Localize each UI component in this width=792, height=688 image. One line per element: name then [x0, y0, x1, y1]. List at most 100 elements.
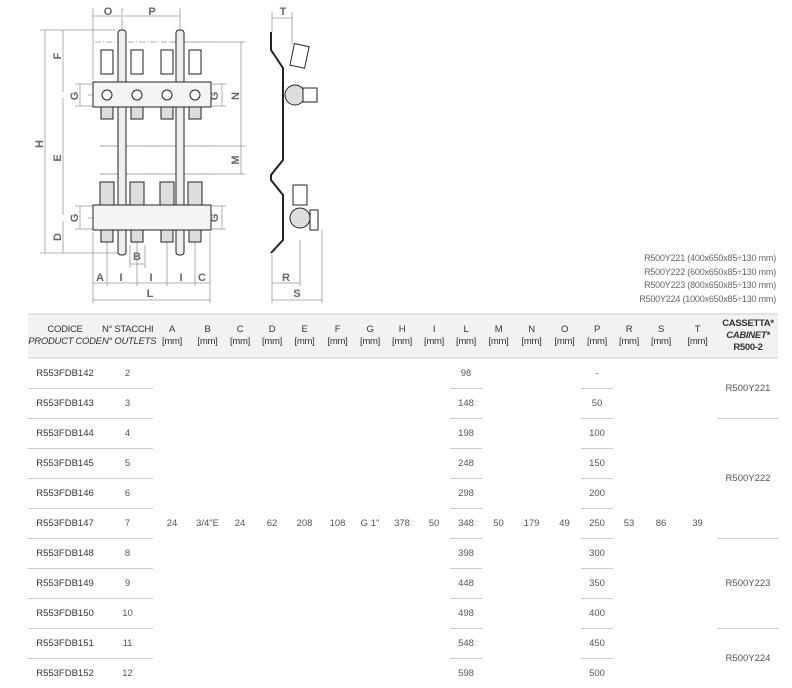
cell-e: [288, 599, 321, 629]
cell-e: [288, 659, 321, 688]
cell-t: [677, 539, 718, 569]
cell-i: [418, 419, 450, 449]
cell-outlets: 7: [102, 509, 153, 539]
cell-r: [613, 599, 645, 629]
column-header: E[mm]: [288, 314, 321, 358]
column-header: G[mm]: [354, 314, 386, 358]
cell-g: [354, 569, 386, 599]
cell-g: [354, 599, 386, 629]
cell-c: [224, 569, 256, 599]
dim-label-s: S: [293, 288, 300, 300]
cell-c: [224, 599, 256, 629]
cell-b: [191, 479, 224, 509]
cell-n: [515, 419, 548, 449]
dim-label-g: G: [209, 92, 221, 101]
cell-g: [354, 449, 386, 479]
dim-label-b: B: [133, 251, 141, 263]
column-header: H[mm]: [386, 314, 418, 358]
cell-h: [386, 659, 418, 688]
cell-p: 250: [581, 509, 613, 539]
cell-m: 50: [482, 509, 515, 539]
column-header: D[mm]: [256, 314, 288, 358]
cell-l: 398: [450, 539, 482, 569]
column-header: A[mm]: [153, 314, 191, 358]
cell-m: [482, 659, 515, 688]
cell-n: [515, 358, 548, 389]
cell-d: [256, 358, 288, 389]
column-header-bottom: [mm]: [256, 336, 288, 348]
cell-b: [191, 659, 224, 688]
cell-m: [482, 389, 515, 419]
cell-i: [418, 599, 450, 629]
cell-b: [191, 449, 224, 479]
cell-outlets: 5: [102, 449, 153, 479]
cell-a: [153, 629, 191, 659]
cell-p: 400: [581, 599, 613, 629]
cell-h: 378: [386, 509, 418, 539]
cell-a: [153, 479, 191, 509]
cell-t: [677, 389, 718, 419]
cell-n: [515, 539, 548, 569]
dim-label-e: E: [52, 154, 64, 161]
cell-n: [515, 479, 548, 509]
cell-e: [288, 569, 321, 599]
cell-s: [645, 539, 677, 569]
cell-code: R553FDB147: [28, 509, 102, 539]
cell-h: [386, 569, 418, 599]
cell-f: [321, 569, 354, 599]
cell-b: [191, 419, 224, 449]
cell-f: 108: [321, 509, 354, 539]
dim-label-g: G: [69, 214, 81, 223]
cell-f: [321, 449, 354, 479]
column-header-bottom: [mm]: [450, 336, 482, 348]
dim-label-d: D: [52, 233, 64, 241]
cell-l: 248: [450, 449, 482, 479]
column-header-top: S: [645, 324, 677, 336]
cell-code: R553FDB145: [28, 449, 102, 479]
cell-a: [153, 539, 191, 569]
cell-e: [288, 419, 321, 449]
column-header-top: CASSETTA*: [718, 318, 778, 330]
cell-outlets: 2: [102, 358, 153, 389]
cell-c: 24: [224, 509, 256, 539]
cell-s: [645, 479, 677, 509]
cell-g: [354, 539, 386, 569]
cell-p: 450: [581, 629, 613, 659]
column-header-top: N° STACCHI: [102, 324, 153, 336]
cell-h: [386, 599, 418, 629]
cell-t: [677, 419, 718, 449]
cell-n: 179: [515, 509, 548, 539]
cell-i: [418, 569, 450, 599]
cell-d: [256, 629, 288, 659]
cell-h: [386, 358, 418, 389]
column-header-top: R: [613, 324, 645, 336]
column-header-bottom: [mm]: [354, 336, 386, 348]
dim-label-t: T: [280, 6, 287, 18]
cell-l: 498: [450, 599, 482, 629]
cell-a: [153, 569, 191, 599]
cell-l: 198: [450, 419, 482, 449]
cabinet-size: R500Y224 (1000x650x85÷130 mm): [639, 293, 776, 307]
cell-cabinet: R500Y222: [718, 419, 778, 539]
dim-label-n: N: [230, 92, 242, 100]
cell-code: R553FDB149: [28, 569, 102, 599]
cell-s: [645, 629, 677, 659]
column-header-top: C: [224, 324, 256, 336]
cell-o: [548, 449, 581, 479]
column-header-bottom: [mm]: [515, 336, 548, 348]
cell-t: [677, 569, 718, 599]
cell-h: [386, 479, 418, 509]
column-header: T[mm]: [677, 314, 718, 358]
cell-b: [191, 569, 224, 599]
cabinet-sizes-list: R500Y221 (400x650x85÷130 mm) R500Y222 (6…: [639, 252, 776, 306]
column-header-top: E: [288, 324, 321, 336]
cell-i: [418, 659, 450, 688]
